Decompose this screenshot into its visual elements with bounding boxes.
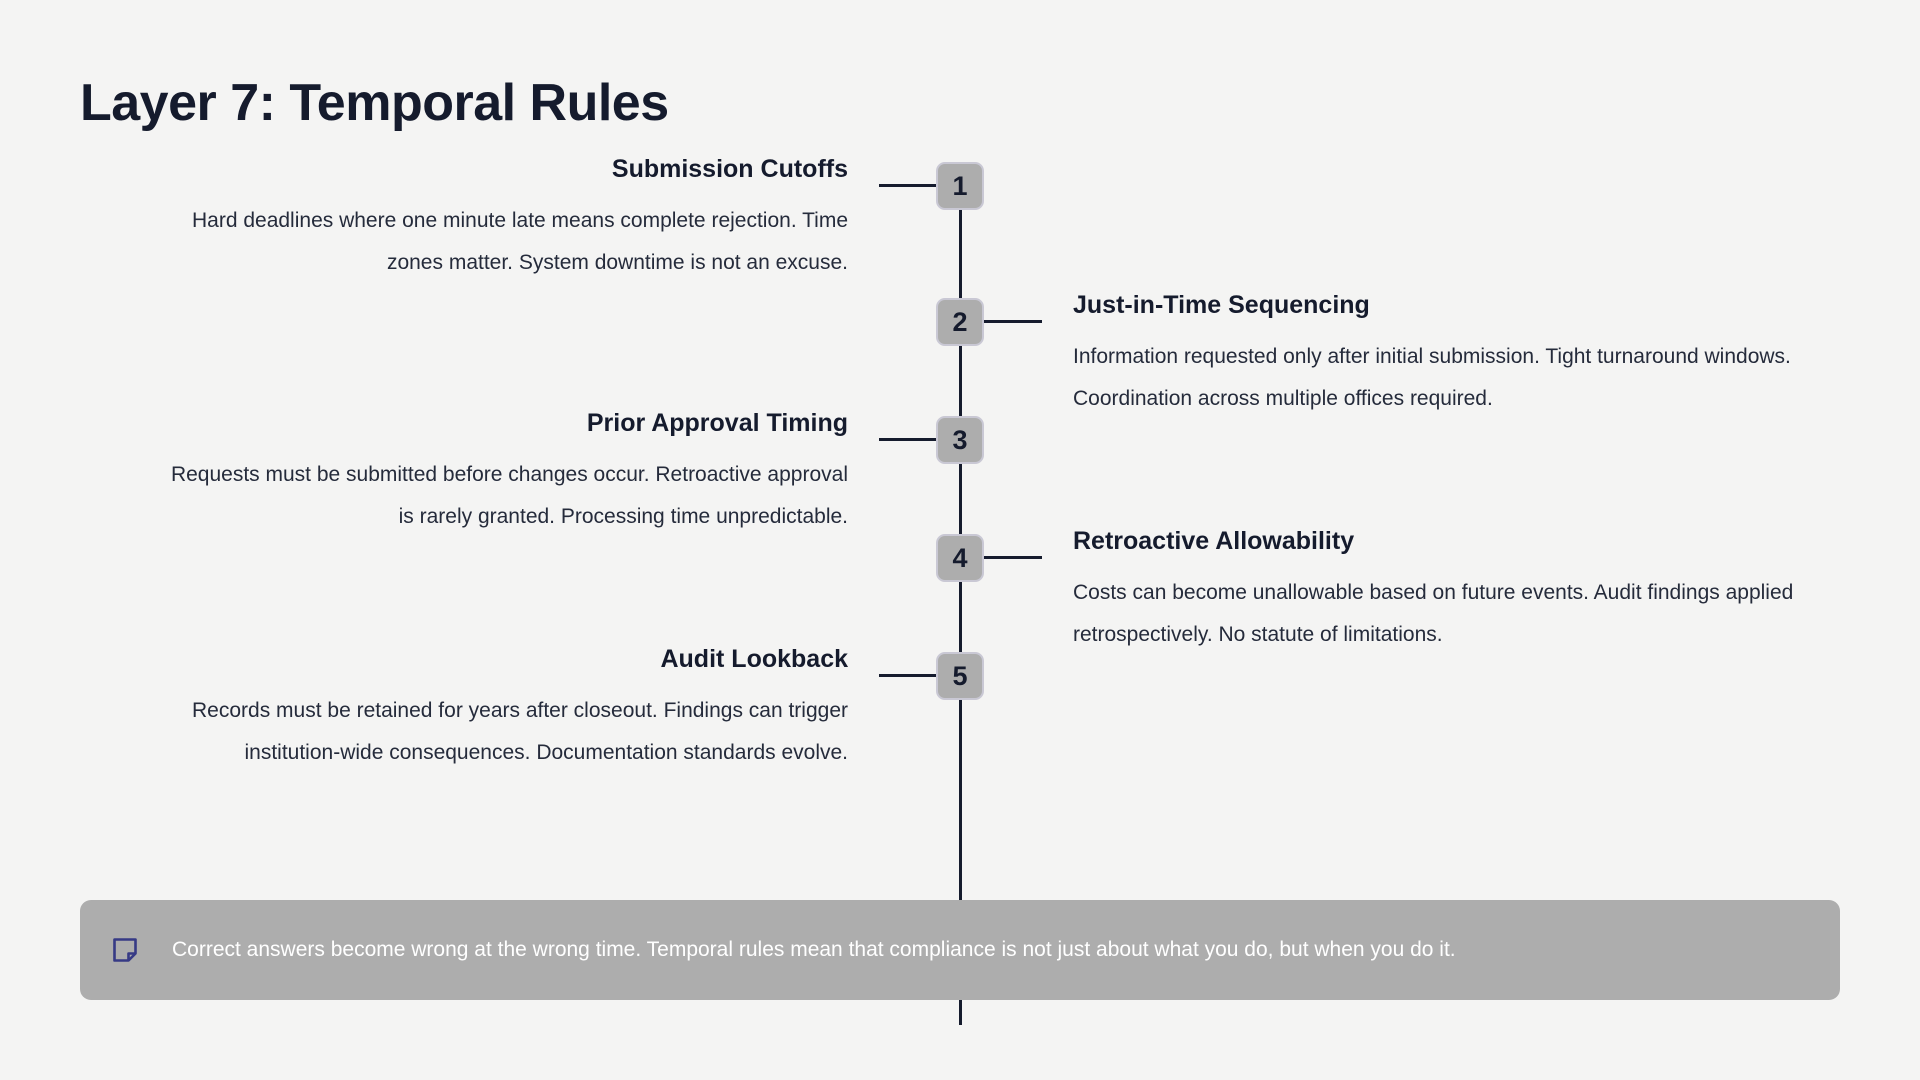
- timeline-item-desc-3: Requests must be submitted before change…: [170, 463, 848, 528]
- timeline-item-title-4: Retroactive Allowability: [1073, 527, 1355, 555]
- connector-line-5: [879, 674, 939, 677]
- timeline-item-desc-4: Costs can become unallowable based on fu…: [1073, 581, 1794, 646]
- page-title: Layer 7: Temporal Rules: [80, 74, 669, 132]
- connector-line-3: [879, 438, 939, 441]
- timeline-item-desc-1: Hard deadlines where one minute late mea…: [191, 209, 848, 274]
- timeline-item-title-2: Just-in-Time Sequencing: [1073, 291, 1370, 319]
- connector-line-4: [982, 556, 1042, 559]
- summary-callout: Correct answers become wrong at the wron…: [80, 900, 1840, 1000]
- timeline-content-1: Submission Cutoffs Hard deadlines where …: [80, 152, 848, 284]
- timeline-content-4: Retroactive Allowability Costs can becom…: [1073, 524, 1841, 656]
- timeline-content-2: Just-in-Time Sequencing Information requ…: [1073, 288, 1841, 420]
- timeline-marker-2[interactable]: 2: [936, 298, 984, 346]
- timeline-marker-1[interactable]: 1: [936, 162, 984, 210]
- connector-line-1: [879, 184, 939, 187]
- timeline-item-desc-5: Records must be retained for years after…: [192, 699, 848, 764]
- timeline-spine: [959, 192, 962, 1025]
- timeline-item-title-1: Submission Cutoffs: [611, 155, 848, 183]
- timeline-marker-3[interactable]: 3: [936, 416, 984, 464]
- timeline-marker-5[interactable]: 5: [936, 652, 984, 700]
- timeline-item-desc-2: Information requested only after initial…: [1073, 345, 1791, 410]
- timeline-marker-4[interactable]: 4: [936, 534, 984, 582]
- timeline-content-5: Audit Lookback Records must be retained …: [80, 642, 848, 774]
- summary-callout-text: Correct answers become wrong at the wron…: [172, 938, 1456, 961]
- connector-line-2: [982, 320, 1042, 323]
- timeline-item-title-3: Prior Approval Timing: [586, 409, 848, 437]
- timeline: 1 Submission Cutoffs Hard deadlines wher…: [0, 150, 1920, 1025]
- timeline-item-title-5: Audit Lookback: [660, 645, 848, 673]
- sticky-note-icon: [112, 937, 138, 963]
- timeline-content-3: Prior Approval Timing Requests must be s…: [80, 406, 848, 538]
